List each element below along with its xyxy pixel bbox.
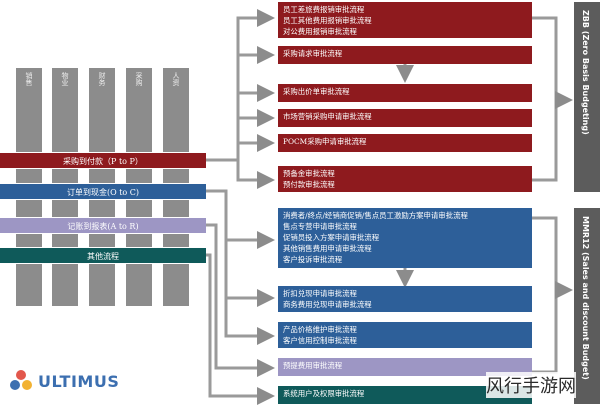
column-label: 物业 bbox=[61, 72, 69, 86]
box-line: 商务费用兑现申请审批流程 bbox=[283, 300, 372, 309]
process-other: 其他流程 bbox=[0, 247, 206, 264]
box-line: 消费者/终点/经销商促销/售点员工激励方案申请审批流程 bbox=[283, 211, 468, 220]
sidebar-zbb-label: ZBB (Zero Basis Budgeting) bbox=[581, 10, 590, 135]
column-label: 财务 bbox=[98, 72, 106, 86]
box-line: 其他销售费用申请审批流程 bbox=[283, 244, 372, 253]
purchase-request-box: 采购请求审批流程 bbox=[278, 46, 532, 64]
brand-name: ULTIMUS bbox=[38, 372, 120, 391]
box-line: 促销员投入方案申请审批流程 bbox=[283, 233, 380, 242]
box-line: 预付款审批流程 bbox=[283, 180, 335, 189]
box-line: 客户投诉审批流程 bbox=[283, 255, 343, 264]
column-label: 采购 bbox=[135, 72, 143, 86]
pocm-box: POCM采购申请审批流程 bbox=[278, 134, 532, 152]
sidebar-mmr: MMR12 (Sales and discount Budget) bbox=[574, 208, 600, 404]
box-line: 采购出价单审批流程 bbox=[283, 87, 350, 96]
column-label: 销售 bbox=[25, 72, 33, 86]
column-label: 人资 bbox=[172, 72, 180, 86]
box-line: 员工差旅费报销审批流程 bbox=[283, 5, 365, 14]
purchase-price-box: 采购出价单审批流程 bbox=[278, 84, 532, 102]
process-o2c: 订单到现金(O to C) bbox=[0, 183, 206, 200]
process-p2p: 采购到付款（P to P） bbox=[0, 152, 206, 169]
box-line: 市场营销采购申请审批流程 bbox=[283, 112, 372, 121]
process-a2r: 记账到报表(A to R) bbox=[0, 217, 206, 234]
box-line: POCM采购申请审批流程 bbox=[283, 137, 367, 146]
ultimus-logo-icon bbox=[10, 370, 32, 390]
box-line: 系统用户及权限审批流程 bbox=[283, 389, 365, 398]
box-line: 折扣兑现申请审批流程 bbox=[283, 289, 357, 298]
market-purchase-box: 市场营销采购申请审批流程 bbox=[278, 109, 532, 127]
box-line: 预备金审批流程 bbox=[283, 169, 335, 178]
user-permission-box: 系统用户及权限审批流程 bbox=[278, 386, 532, 404]
box-line: 客户信用控制审批流程 bbox=[283, 336, 357, 345]
fee-claim-box: 折扣兑现申请审批流程 商务费用兑现申请审批流程 bbox=[278, 286, 532, 312]
watermark: 风行手游网 bbox=[486, 372, 576, 398]
box-line: 产品价格维护审批流程 bbox=[283, 325, 357, 334]
prepay-box: 预备金审批流程 预付款审批流程 bbox=[278, 166, 532, 192]
box-line: 预提费用审批流程 bbox=[283, 361, 343, 370]
sidebar-zbb: ZBB (Zero Basis Budgeting) bbox=[574, 2, 600, 192]
price-credit-box: 产品价格维护审批流程 客户信用控制审批流程 bbox=[278, 322, 532, 348]
sidebar-mmr-label: MMR12 (Sales and discount Budget) bbox=[581, 216, 590, 380]
advance-box: 预提费用审批流程 bbox=[278, 358, 532, 376]
box-line: 采购请求审批流程 bbox=[283, 49, 343, 58]
consumer-promo-box: 消费者/终点/经销商促销/售点员工激励方案申请审批流程 售点专营申请审批流程 促… bbox=[278, 208, 532, 268]
expense-box: 员工差旅费报销审批流程 员工其他费用报销审批流程 对公费用报销审批流程 bbox=[278, 2, 532, 38]
box-line: 售点专营申请审批流程 bbox=[283, 222, 357, 231]
box-line: 员工其他费用报销审批流程 bbox=[283, 16, 372, 25]
box-line: 对公费用报销审批流程 bbox=[283, 27, 357, 36]
